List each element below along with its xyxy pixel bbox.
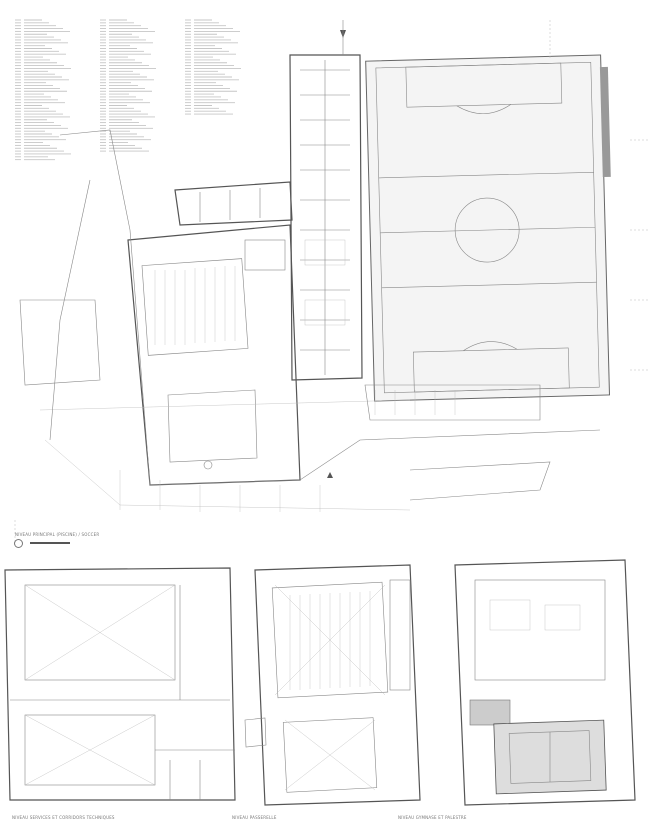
services-level-plan [4, 567, 236, 801]
plan-caption-footbridge: NIVEAU PASSERELLE [232, 815, 277, 820]
plan-caption-gym: NIVEAU GYMNASE ET PALESTRE [398, 815, 467, 820]
plan-caption-main: NIVEAU PRINCIPAL (PISCINE) / SOCCER [15, 532, 100, 537]
footbridge-level-plan [244, 564, 421, 806]
site-paths [19, 20, 601, 512]
pool-building [127, 224, 301, 486]
soccer-field [365, 54, 611, 402]
locker-building [289, 54, 363, 381]
plan-caption-services: NIVEAU SERVICES ET CORRIDORS TECHNIQUES [12, 815, 115, 820]
main-level-plan [14, 20, 650, 545]
grid-markers [14, 20, 650, 545]
room-legend [15, 19, 241, 161]
scale-bar [30, 542, 70, 544]
upper-wing [174, 181, 293, 226]
gym-level-plan [454, 559, 636, 806]
north-arrow-icon [14, 539, 23, 548]
